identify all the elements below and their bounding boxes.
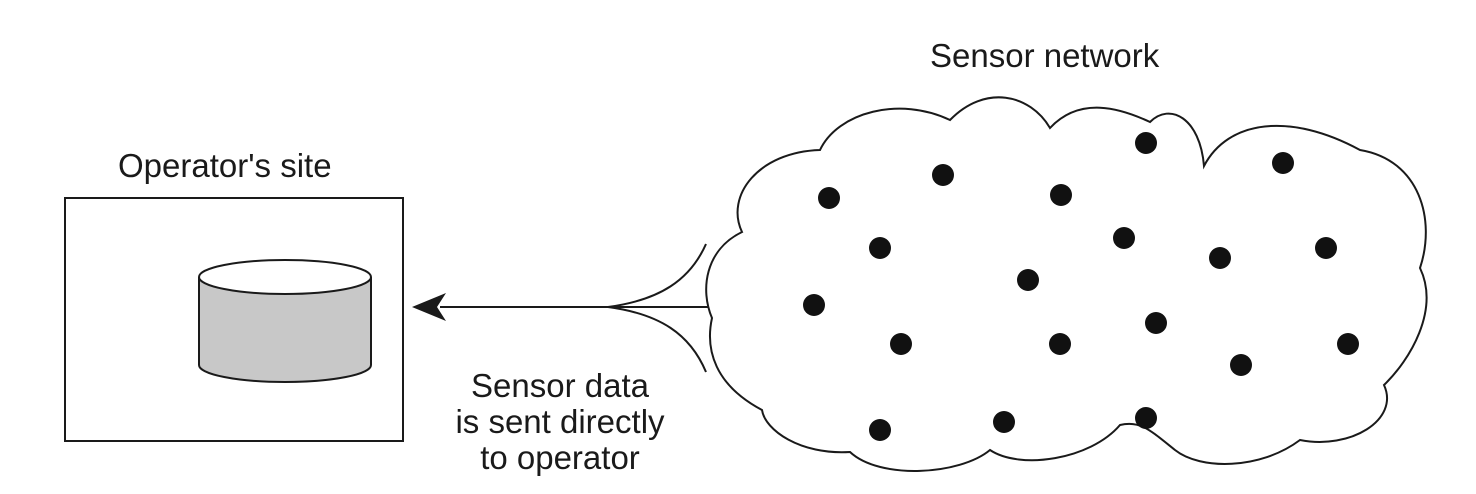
sensor-network-cloud [705, 96, 1428, 472]
sensor-node [1145, 312, 1167, 334]
sensor-node [1209, 247, 1231, 269]
sensor-node [869, 419, 891, 441]
sensor-node [890, 333, 912, 355]
flow-caption-line: to operator [480, 439, 640, 476]
sensor-node [1017, 269, 1039, 291]
sensor-node [869, 237, 891, 259]
operator-site-box [64, 197, 404, 442]
sensor-node [932, 164, 954, 186]
sensor-node [1337, 333, 1359, 355]
arrowhead-icon [412, 293, 446, 321]
sensor-node [1315, 237, 1337, 259]
sensor-node [1113, 227, 1135, 249]
sensor-node [818, 187, 840, 209]
sensor-node [1050, 184, 1072, 206]
sensor-node [1135, 132, 1157, 154]
operator-site-label: Operator's site [118, 147, 332, 184]
sensor-node [1230, 354, 1252, 376]
flow-caption: Sensor data is sent directly to operator [420, 368, 700, 476]
sensor-node [1049, 333, 1071, 355]
sensor-network-label: Sensor network [930, 37, 1160, 74]
sensor-node [1272, 152, 1294, 174]
sensor-node [803, 294, 825, 316]
data-flow-arrow [412, 243, 708, 373]
flow-caption-line: is sent directly [455, 403, 665, 440]
sensor-nodes [803, 132, 1359, 441]
sensor-node [993, 411, 1015, 433]
sensor-node [1135, 407, 1157, 429]
flow-caption-line: Sensor data [471, 367, 649, 404]
database-cylinder-icon [198, 259, 372, 383]
